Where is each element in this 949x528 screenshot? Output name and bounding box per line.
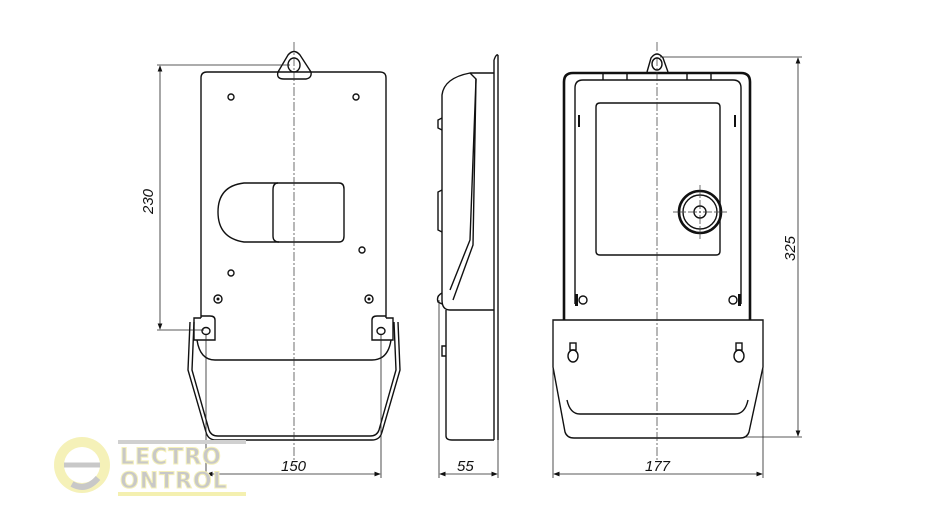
electro-control-logo: LECTRO ONTROL: [54, 437, 246, 496]
logo-line1: LECTRO: [120, 445, 222, 470]
logo-line2: ONTROL: [120, 469, 228, 494]
dim-177: 177: [645, 458, 671, 475]
dim-55: 55: [457, 458, 474, 475]
dim-325: 325: [782, 235, 799, 261]
terminal-cover: [552, 319, 764, 439]
side-view: [436, 54, 499, 441]
back-plate: [200, 71, 387, 318]
hanging-tab: [276, 50, 312, 80]
window-cutout: [217, 182, 345, 243]
back-view: [187, 42, 401, 462]
dimension-lines: [157, 56, 802, 478]
dim-230: 230: [140, 188, 157, 215]
display-window: [595, 102, 721, 256]
front-view: [552, 42, 764, 462]
dim-150: 150: [281, 458, 307, 475]
